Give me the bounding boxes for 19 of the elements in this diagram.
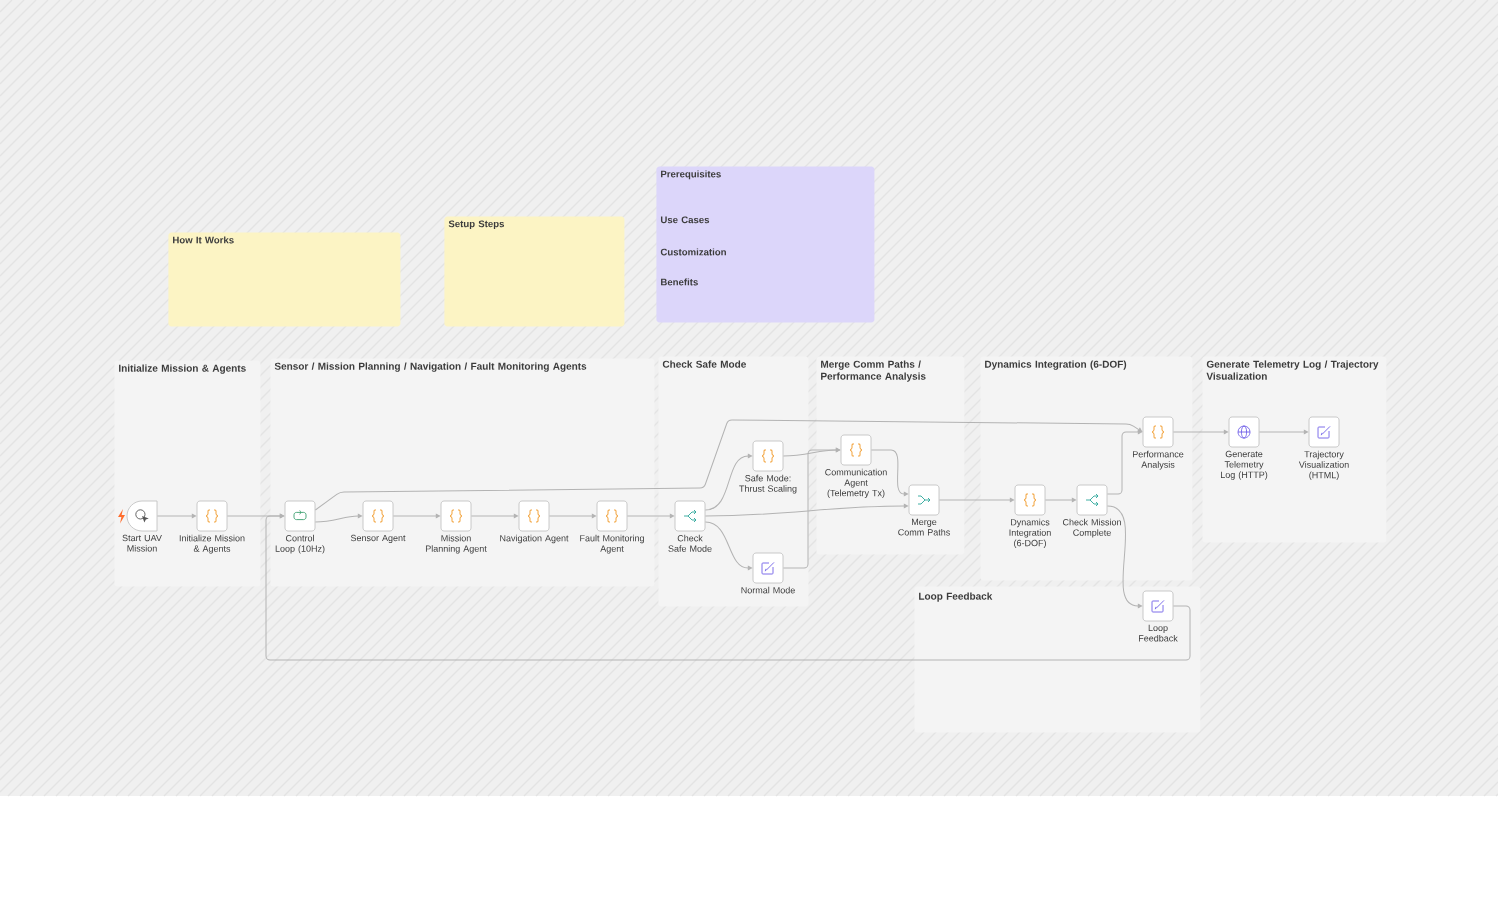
connector xyxy=(704,521,752,571)
connector xyxy=(392,513,440,519)
connector xyxy=(1106,505,1142,609)
connector xyxy=(314,513,362,523)
connector xyxy=(470,513,518,519)
connector xyxy=(1044,497,1076,503)
connector xyxy=(782,447,840,569)
connector xyxy=(704,503,908,517)
connector xyxy=(1172,429,1228,435)
connector xyxy=(314,419,1143,511)
connector xyxy=(156,513,196,519)
connector xyxy=(704,453,752,511)
connector xyxy=(938,497,1014,503)
connector xyxy=(1106,429,1142,495)
connector xyxy=(870,449,908,497)
connector xyxy=(626,513,674,519)
connector xyxy=(1258,429,1308,435)
connector xyxy=(548,513,596,519)
connector xyxy=(265,513,1191,661)
